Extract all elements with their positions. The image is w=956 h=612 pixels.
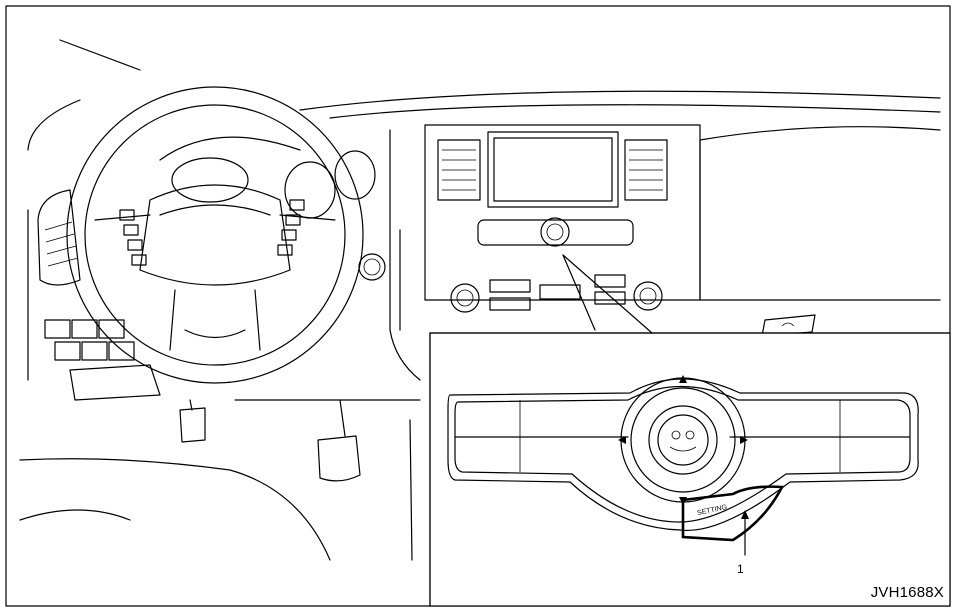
steering-wheel [66, 86, 364, 384]
reference-code: JVH1688X [870, 584, 944, 601]
left-switch-panel [44, 319, 161, 401]
seat-outline [19, 419, 413, 561]
left-air-vent [37, 189, 81, 286]
pedals [179, 399, 361, 482]
leader-line-right [562, 254, 653, 334]
leader-line-left [562, 254, 596, 331]
glove-box-latch [761, 314, 816, 337]
instrument-cluster [159, 136, 386, 281]
setting-button-outline [681, 485, 785, 542]
center-stack [424, 124, 701, 313]
callout-number: 1 [737, 562, 744, 576]
inset-detail-panel [429, 332, 951, 607]
